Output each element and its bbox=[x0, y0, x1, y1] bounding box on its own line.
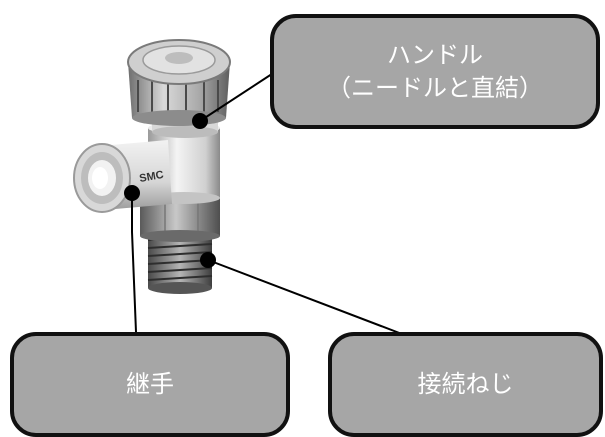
leader-line-handle bbox=[199, 69, 279, 122]
leader-line-thread bbox=[207, 259, 403, 335]
side-joint-part: SMC bbox=[73, 140, 172, 213]
leader-dot-icon bbox=[200, 252, 216, 268]
leader-dot-icon bbox=[124, 185, 140, 201]
callout-joint: 継手 bbox=[10, 332, 290, 437]
leader-lines bbox=[131, 69, 403, 335]
handle-knob-part bbox=[127, 39, 231, 138]
svg-text:SMC: SMC bbox=[138, 169, 164, 185]
callout-handle: ハンドル （ニードルと直結） bbox=[270, 14, 600, 129]
callout-handle-line1: ハンドル bbox=[387, 41, 483, 70]
callout-handle-line2: （ニードルと直結） bbox=[327, 73, 543, 102]
leader-line-joint bbox=[131, 193, 137, 333]
leader-dots bbox=[124, 113, 216, 268]
callout-connection-thread: 接続ねじ bbox=[328, 332, 603, 437]
callout-joint-label: 継手 bbox=[126, 370, 174, 399]
callout-thread-label: 接続ねじ bbox=[417, 370, 514, 399]
leader-dot-icon bbox=[192, 113, 208, 129]
